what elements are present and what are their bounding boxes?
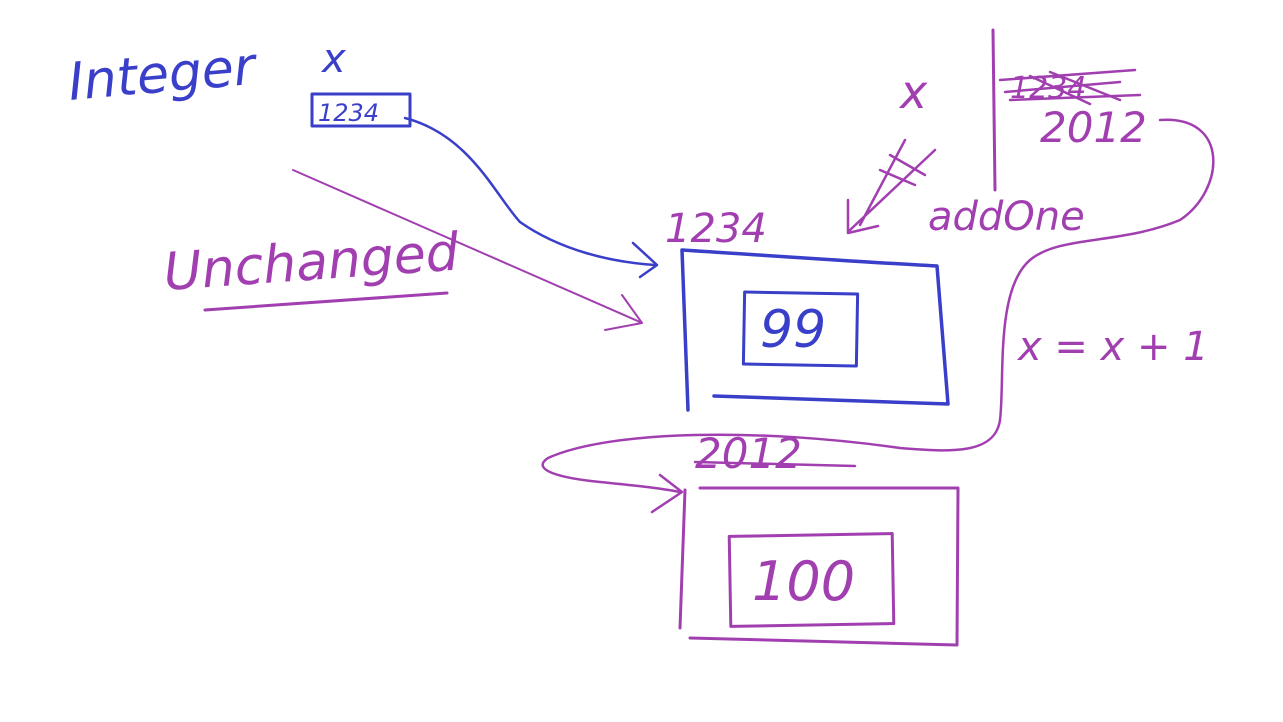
method-frame: x 1234 2012 addOne: [898, 28, 1147, 240]
crossout-scribble: [998, 68, 1142, 106]
frame-new-value: 2012: [1040, 103, 1147, 152]
assignment-expression: x = x + 1: [1016, 324, 1209, 370]
unchanged-underline: [203, 291, 449, 312]
frame-down-arrow: [846, 138, 937, 235]
object-1234-address: 1234: [665, 206, 767, 252]
frame-variable-name: x: [898, 65, 928, 119]
object-2012-address: 2012: [695, 429, 802, 478]
reassignment-arrow: [541, 118, 1215, 514]
declared-variable-name: x: [320, 36, 346, 82]
frame-divider: [991, 28, 997, 192]
object-1234: 1234 99: [665, 206, 950, 412]
unchanged-label: Unchanged: [162, 222, 462, 303]
object-1234-value-box: [741, 290, 860, 368]
reference-arrow-to-1234: [403, 116, 659, 279]
variable-declaration: Integer x 1234: [66, 36, 412, 128]
object-2012-value-box: [727, 532, 896, 628]
unchanged-note: Unchanged: [162, 222, 462, 312]
object-2012-value: 100: [752, 550, 855, 613]
type-word: Integer: [66, 37, 261, 113]
object-1234-value: 99: [760, 300, 826, 360]
param-copy-arrow: [292, 169, 643, 331]
object-2012: 2012 100: [678, 429, 960, 647]
method-name: addOne: [928, 194, 1085, 240]
reference-box: [310, 92, 412, 128]
reference-value: 1234: [318, 99, 379, 127]
